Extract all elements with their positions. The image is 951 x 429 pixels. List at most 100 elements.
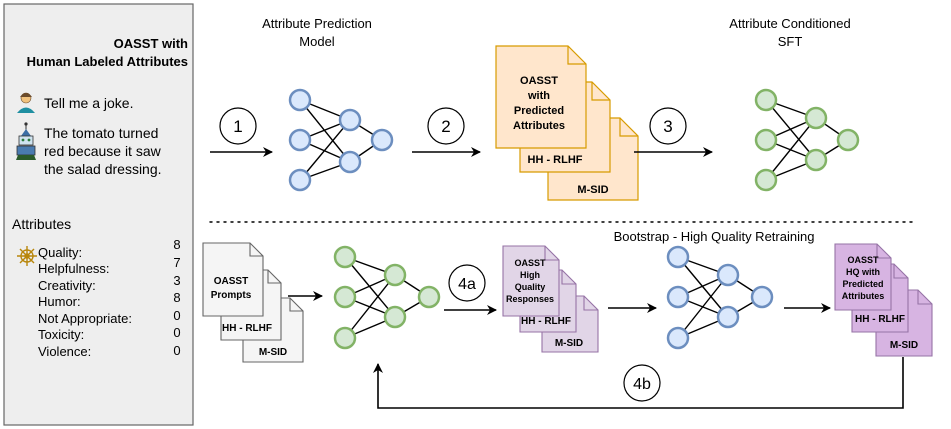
- network-node: [754, 168, 778, 192]
- assistant-message-line3: the salad dressing.: [44, 161, 162, 177]
- step-4a-marker: 4a: [448, 264, 486, 302]
- network-node: [716, 305, 740, 329]
- doc-middle-label: HH - RLHF: [222, 323, 272, 334]
- attribute-conditioned-label-line1: Attribute Conditioned: [729, 16, 850, 31]
- attribute-value: 8: [173, 290, 180, 305]
- step-4b-label: 4b: [633, 376, 651, 393]
- network-node: [383, 305, 407, 329]
- attribute-value: 3: [173, 273, 180, 288]
- network-node: [716, 263, 740, 287]
- attribute-value: 0: [173, 308, 180, 323]
- doc-front-line1: OASST: [520, 75, 558, 87]
- attributes-heading: Attributes: [12, 216, 71, 232]
- network-node: [288, 88, 312, 112]
- attribute-name: Violence:: [38, 344, 91, 359]
- doc-front-line1: OASST: [514, 258, 546, 268]
- attribute-name: Not Appropriate:: [38, 311, 132, 326]
- prompts-doc-stack: M-SID HH - RLHF OASST Prompts: [202, 242, 304, 363]
- person-icon: [17, 92, 35, 113]
- doc-front-line1: OASST: [214, 276, 248, 287]
- step-1-label: 1: [233, 117, 242, 136]
- network-node: [333, 326, 357, 350]
- robot-icon: [16, 122, 36, 160]
- attribute-prediction-label-line2: Model: [299, 34, 335, 49]
- network-node: [836, 128, 860, 152]
- doc-front: [502, 245, 560, 317]
- doc-front: [202, 242, 264, 317]
- doc-front-line2: Prompts: [211, 290, 252, 301]
- doc-back-label: M-SID: [259, 347, 287, 358]
- left-panel-box: [3, 3, 194, 426]
- assistant-message-line2: red because it saw: [44, 143, 162, 159]
- attribute-list: Quality: 8 Helpfulness: 7 Creativity: 3 …: [38, 237, 181, 359]
- arrow-step-4b-feedback: [373, 357, 904, 409]
- bootstrap-section-title: Bootstrap - High Quality Retraining: [614, 229, 815, 244]
- network-node: [383, 263, 407, 287]
- doc-front: [834, 243, 892, 311]
- doc-front: [495, 45, 587, 149]
- attribute-name: Quality:: [38, 245, 82, 260]
- network-node: [666, 245, 690, 269]
- doc-middle-label: HH - RLHF: [521, 316, 571, 327]
- doc-front-line1: OASST: [847, 255, 879, 265]
- attribute-conditioned-label-line2: SFT: [778, 34, 803, 49]
- network-node: [754, 88, 778, 112]
- network-node: [370, 128, 394, 152]
- step-3-marker: 3: [649, 107, 687, 145]
- step-2-marker: 2: [427, 107, 465, 145]
- attribute-prediction-label-line1: Attribute Prediction: [262, 16, 372, 31]
- step-4b-marker: 4b: [623, 364, 661, 402]
- ship-wheel-icon: [17, 246, 37, 266]
- left-panel: OASST with Human Labeled Attributes Tell…: [3, 3, 194, 426]
- network-node: [333, 285, 357, 309]
- attribute-value: 7: [173, 255, 180, 270]
- doc-front-line2: with: [527, 90, 550, 102]
- step-2-label: 2: [441, 117, 450, 136]
- doc-front-line4: Attributes: [513, 120, 565, 132]
- network-node: [804, 106, 828, 130]
- network-node: [666, 285, 690, 309]
- attribute-value: 8: [173, 237, 180, 252]
- step-4a-label: 4a: [458, 276, 476, 293]
- attribute-name: Toxicity:: [38, 327, 84, 342]
- doc-front-line4: Attributes: [842, 291, 885, 301]
- doc-middle-label: HH - RLHF: [528, 154, 583, 166]
- attribute-name: Helpfulness:: [38, 261, 110, 276]
- doc-back-label: M-SID: [890, 340, 918, 351]
- network-node: [333, 245, 357, 269]
- predicted-attributes-doc-stack: M-SID HH - RLHF OASST with Predicted Att…: [495, 45, 639, 201]
- doc-front-line2: High: [520, 270, 540, 280]
- network-node: [288, 128, 312, 152]
- user-message: Tell me a joke.: [44, 95, 133, 111]
- bootstrap-sft-network: [333, 245, 441, 350]
- assistant-message-line1: The tomato turned: [44, 125, 158, 141]
- attribute-prediction-network: [288, 88, 394, 192]
- network-node: [417, 285, 441, 309]
- attribute-name: Creativity:: [38, 278, 96, 293]
- doc-back-label: M-SID: [555, 338, 583, 349]
- high-quality-responses-doc-stack: M-SID HH - RLHF OASST High Quality Respo…: [502, 245, 599, 353]
- network-node: [666, 326, 690, 350]
- network-node: [338, 108, 362, 132]
- network-node: [338, 150, 362, 174]
- left-panel-title-line1: OASST with: [114, 36, 188, 51]
- doc-front-line2: HQ with: [846, 267, 880, 277]
- doc-middle-label: HH - RLHF: [855, 314, 905, 325]
- attribute-value: 0: [173, 343, 180, 358]
- doc-front-line3: Quality: [515, 282, 546, 292]
- network-node: [750, 285, 774, 309]
- left-panel-title-line2: Human Labeled Attributes: [27, 54, 188, 69]
- step-3-label: 3: [663, 117, 672, 136]
- doc-front-line3: Predicted: [514, 105, 564, 117]
- doc-front-line4: Responses: [506, 294, 554, 304]
- doc-front-line3: Predicted: [842, 279, 883, 289]
- network-node: [754, 128, 778, 152]
- network-node: [804, 148, 828, 172]
- attribute-value: 0: [173, 325, 180, 340]
- bootstrap-attribute-prediction-network: [666, 245, 774, 350]
- network-node: [288, 168, 312, 192]
- attribute-conditioned-sft-network: [754, 88, 860, 192]
- step-1-marker: 1: [219, 107, 257, 145]
- attribute-name: Humor:: [38, 294, 81, 309]
- hq-predicted-attributes-doc-stack: M-SID HH - RLHF OASST HQ with Predicted …: [834, 243, 933, 357]
